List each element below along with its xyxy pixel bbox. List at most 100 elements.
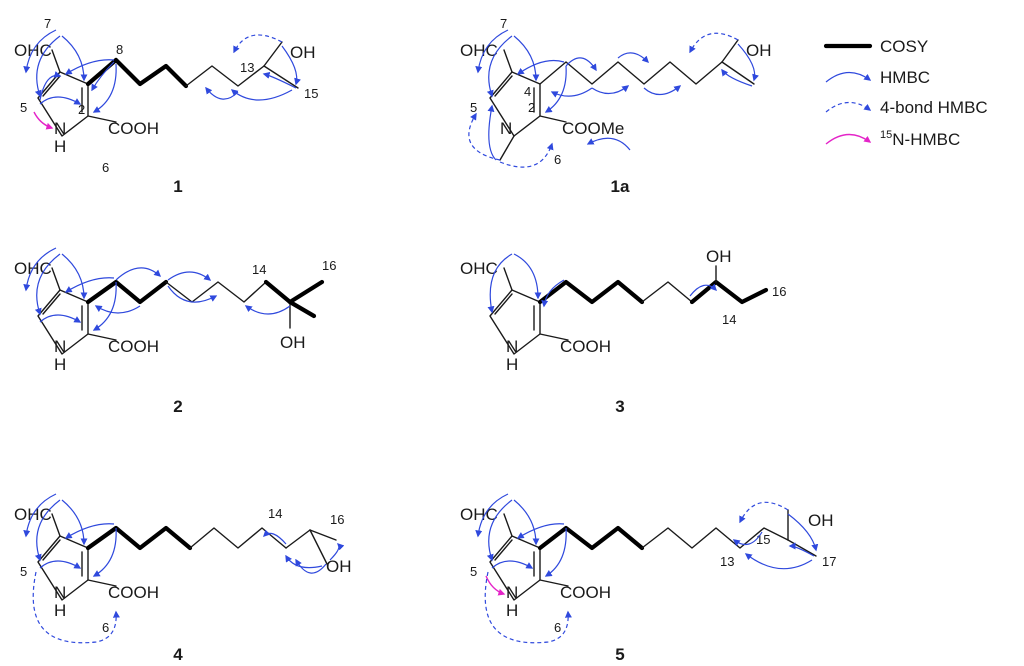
- compound-id: 3: [615, 397, 624, 416]
- nh-hydrogen-label: H: [54, 601, 66, 620]
- hydroxyl-label: OH: [746, 41, 772, 60]
- compound-id: 1: [173, 177, 182, 196]
- hydroxyl-bond: [309, 529, 329, 567]
- hmbc-arrow: [262, 71, 297, 89]
- atom-number: 16: [772, 284, 786, 299]
- hmbc-arrow: [541, 279, 565, 308]
- hmbc-arrow: [39, 560, 82, 569]
- hmbc-arrow: [744, 553, 813, 570]
- cosy-chain: [689, 279, 769, 305]
- ester-bond: [539, 115, 567, 123]
- ring-double-bond: [42, 539, 61, 561]
- cosy-methyl: [287, 279, 325, 305]
- 4bond-hmbc-arrow: [499, 142, 554, 168]
- alkyl-chain: [641, 527, 789, 549]
- formyl-bond: [51, 49, 61, 73]
- carboxylic-acid-label: COOH: [108, 119, 159, 138]
- carboxylic-acid-label: COOH: [560, 337, 611, 356]
- hmbc-arrow: [513, 499, 540, 546]
- atom-number: 6: [102, 160, 109, 175]
- hmbc-arrow: [737, 43, 759, 82]
- alkyl-chain: [189, 527, 287, 549]
- compound-5: OHC OH N H COOH 5 13 15 17 6 5: [460, 493, 836, 664]
- cosy-chain: [85, 279, 169, 305]
- 15n-hmbc-arrow: [33, 111, 54, 130]
- n-methyl-bond: [499, 135, 515, 161]
- pyrrole-ring: [37, 289, 89, 355]
- legend-hmbc-label: HMBC: [880, 68, 930, 87]
- hmbc-arrow: [732, 531, 763, 547]
- formyl-label: OHC: [460, 259, 498, 278]
- hmbc-arrow: [513, 253, 542, 300]
- hmbc-arrow: [516, 59, 565, 75]
- hmbc-arrow: [486, 499, 513, 562]
- hmbc-arrow: [329, 543, 345, 561]
- hmbc-arrow: [544, 65, 567, 113]
- hmbc-arrow: [244, 305, 291, 315]
- hmbc-arrow: [39, 96, 82, 105]
- hmbc-arrow: [617, 52, 649, 63]
- nh-hydrogen-label: H: [54, 137, 66, 156]
- hmbc-arrow: [788, 542, 815, 557]
- atom-number: 13: [720, 554, 734, 569]
- hmbc-arrow: [34, 35, 61, 98]
- ring-double-bond: [494, 75, 513, 97]
- formyl-bond: [51, 513, 61, 537]
- atom-number: 15: [304, 86, 318, 101]
- atom-number: 14: [252, 262, 266, 277]
- alkyl-chain: [641, 281, 693, 303]
- legend-4bond-hmbc-label: 4-bond HMBC: [880, 98, 988, 117]
- carboxylic-acid-label: COOH: [560, 583, 611, 602]
- hmbc-arrow: [487, 104, 497, 161]
- pyrrole-ring: [489, 535, 541, 601]
- atom-number: 5: [20, 100, 27, 115]
- hmbc-arrow: [92, 63, 117, 113]
- atom-number: 16: [322, 258, 336, 273]
- ring-double-bond: [42, 293, 61, 315]
- hmbc-arrow: [23, 493, 57, 538]
- atom-number: 2: [78, 102, 85, 117]
- hmbc-arrow: [487, 253, 513, 314]
- cosy-chain: [85, 57, 189, 89]
- hmbc-arrow: [721, 68, 753, 87]
- atom-number: 5: [470, 100, 477, 115]
- compound-1: OHC OH N H COOH 7 8 5 2 6 13 15 1: [14, 16, 318, 196]
- atom-number: 16: [330, 512, 344, 527]
- methyl-bond: [721, 61, 755, 85]
- atom-number: 7: [500, 16, 507, 31]
- hmbc-arrow: [64, 277, 115, 293]
- formyl-bond: [503, 267, 513, 291]
- cosy-chain: [537, 525, 645, 551]
- compound-1a: OHC OH N COOMe 7 4 5 2 6 1a: [460, 16, 772, 196]
- cosy-chain: [85, 525, 193, 551]
- legend-15n-superscript: 15: [880, 129, 892, 141]
- 4bond-hmbc-arrow: [468, 112, 501, 161]
- hmbc-arrow: [565, 57, 597, 72]
- hmbc-arrow: [34, 253, 61, 316]
- nh-hydrogen-label: H: [506, 355, 518, 374]
- hmbc-arrow: [61, 35, 88, 82]
- atom-number: 15: [756, 532, 770, 547]
- hmbc-arrow: [115, 267, 162, 281]
- hmbc-arrow: [475, 29, 509, 74]
- hmbc-arrow: [516, 523, 565, 539]
- hmbc-arrow: [64, 523, 115, 539]
- hydroxyl-label: OH: [808, 511, 834, 530]
- legend-4bond-hmbc-arrow: [825, 101, 872, 113]
- hmbc-arrow: [491, 560, 534, 569]
- methyl-bond: [787, 539, 817, 557]
- atom-number: 4: [524, 84, 531, 99]
- compound-id: 1a: [611, 177, 630, 196]
- hmbc-arrow: [550, 87, 593, 98]
- alkyl-chain: [539, 61, 723, 85]
- ring-double-bond: [494, 293, 513, 315]
- hmbc-arrow: [513, 35, 540, 82]
- hydroxyl-label: OH: [326, 557, 352, 576]
- hmbc-arrow: [61, 253, 88, 300]
- nh-hydrogen-label: H: [54, 355, 66, 374]
- atom-number: 14: [268, 506, 282, 521]
- compound-id: 2: [173, 397, 182, 416]
- hmbc-arrow: [23, 247, 57, 292]
- methyl-bond: [263, 41, 283, 67]
- 4bond-hmbc-arrow: [233, 34, 283, 54]
